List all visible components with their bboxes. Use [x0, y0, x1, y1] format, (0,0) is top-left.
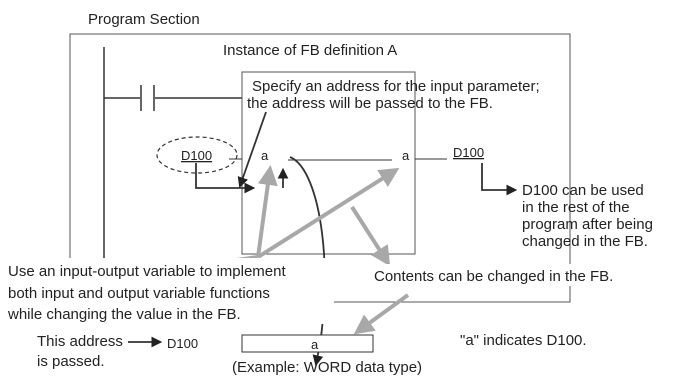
callout-output-line3: program after being [522, 216, 653, 233]
callout-pointer-arrow [237, 111, 267, 189]
fb-output-variable: a [402, 148, 410, 163]
inout-callout-bg [4, 258, 334, 324]
example-data-type: (Example: WORD data type) [232, 359, 422, 376]
address-passed-line2: is passed. [37, 353, 105, 370]
fb-input-variable: a [261, 148, 269, 163]
instance-label: Instance of FB definition A [223, 42, 397, 59]
memory-cell [241, 334, 374, 353]
memory-cell-variable: a [311, 337, 319, 352]
input-address: D100 [181, 148, 212, 163]
memory-reference-arrow [289, 156, 326, 367]
callout-output-line1: D100 can be used [522, 182, 644, 199]
gray-arrow-to-output [256, 167, 400, 259]
callout-inout-line2: both input and output variable functions [8, 285, 270, 302]
input-address-highlight [156, 136, 238, 174]
address-pass-arrow [195, 163, 256, 194]
contents-callout-bg [372, 264, 664, 286]
memory-address: D100 [167, 336, 198, 351]
gray-arrow-to-memory [353, 293, 410, 335]
callout-output-line2: in the rest of the [522, 199, 630, 216]
callout-output-line4: changed in the FB. [522, 233, 648, 250]
program-section-title: Program Section [88, 11, 200, 28]
callout-input-param-line1: Specify an address for the input paramet… [252, 78, 540, 95]
callout-contents: Contents can be changed in the FB. [374, 268, 613, 285]
output-address: D100 [453, 145, 484, 160]
callout-input-param-line2: the address will be passed to the FB. [247, 95, 493, 112]
address-passed-line1: This address [37, 333, 123, 350]
output-arrow [481, 163, 518, 196]
indicates-note: "a" indicates D100. [460, 332, 587, 349]
fb-instance-box [241, 71, 416, 255]
gray-arrow-contents [350, 205, 391, 267]
callout-inout-line1: Use an input-output variable to implemen… [8, 263, 286, 280]
callout-inout-line3: while changing the value in the FB. [7, 306, 241, 323]
gray-arrow-to-input [256, 165, 278, 258]
